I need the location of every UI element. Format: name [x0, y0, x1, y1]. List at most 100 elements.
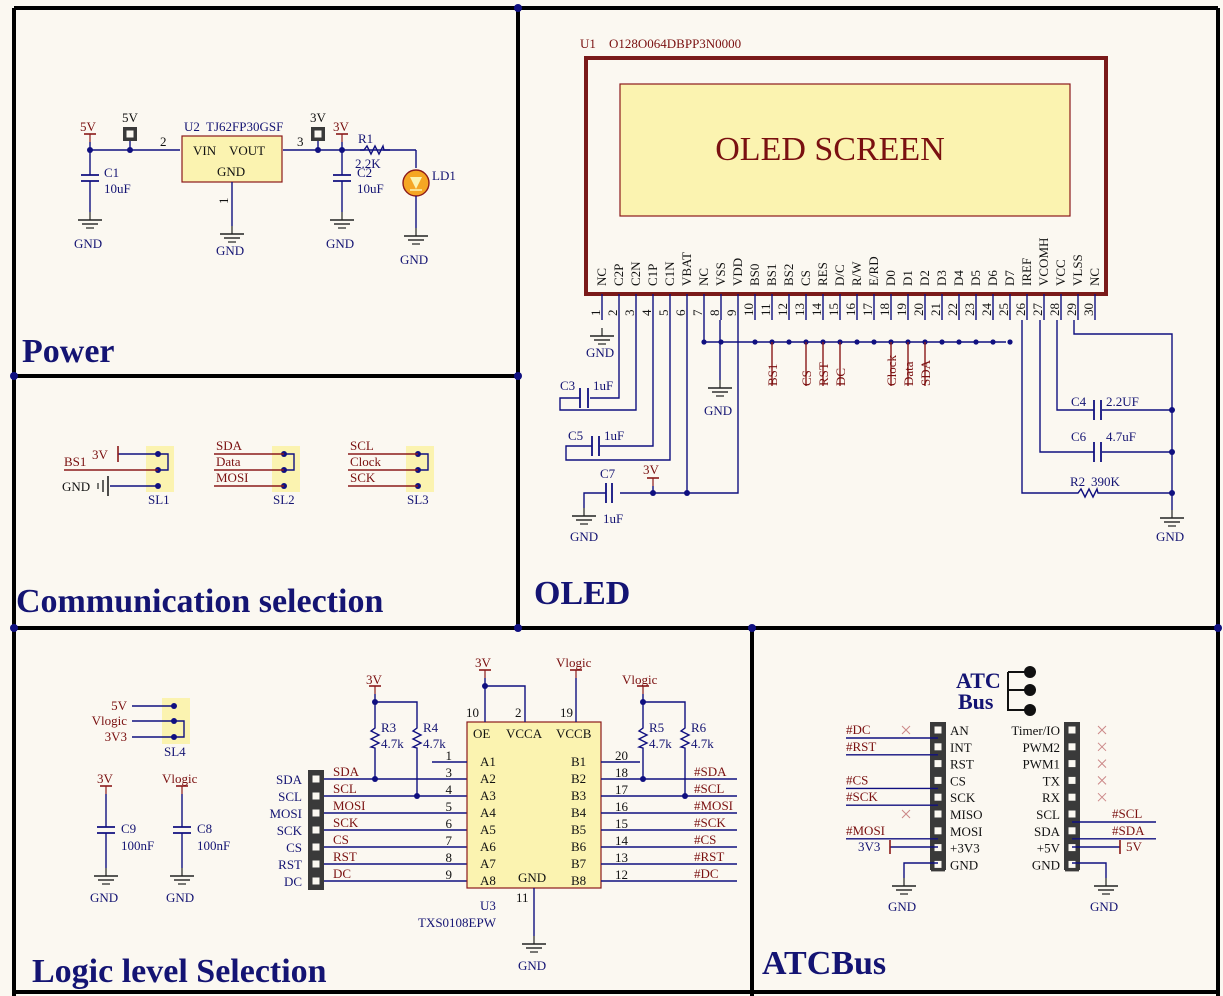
r1-value: 2.2K — [355, 156, 381, 171]
u2-part: TJ62FP30GSF — [206, 119, 283, 134]
r6-ref: R6 — [691, 720, 707, 735]
svg-text:ATC: ATC — [956, 668, 1001, 693]
logic-b-net: #RST — [694, 849, 724, 864]
net-3v-label: 3V — [643, 462, 660, 477]
ld1-ref: LD1 — [432, 168, 456, 183]
logic-a-net: MOSI — [333, 798, 366, 813]
oled-pin-name: C1N — [662, 261, 677, 286]
u2-pin1-number: 1 — [216, 198, 231, 205]
oled-pin-name: C2P — [611, 264, 626, 286]
atcbus-5v-net: 5V — [1126, 839, 1143, 854]
oled-pin-number: 2 — [605, 310, 620, 317]
oled-pin-name: IREF — [1019, 258, 1034, 286]
u3-pin-oe: OE — [473, 726, 490, 741]
u3-b-pin-number: 16 — [615, 799, 629, 814]
logic-header-label: SCK — [277, 823, 303, 838]
sl4-ref: SL4 — [164, 744, 186, 759]
oled-pin-name: BS0 — [747, 264, 762, 286]
c5-value: 1uF — [604, 428, 624, 443]
atcbus-left-net: #DC — [846, 722, 871, 737]
logic-a-net: CS — [333, 832, 349, 847]
oled-pin-name: VDD — [730, 258, 745, 286]
net-3v-label: 3V — [333, 119, 350, 134]
u3-a-pin: A7 — [480, 856, 496, 871]
oled-pin-name: C1P — [645, 264, 660, 286]
u3-b-pin-number: 15 — [615, 816, 628, 831]
section-title-communication: Communication selection — [16, 583, 383, 620]
oled-net-label: Clock — [884, 354, 899, 386]
c9-net-label: 3V — [97, 771, 114, 786]
atcbus-logo-icon: ATC Bus — [956, 666, 1036, 716]
oled-pin-number: 14 — [809, 303, 824, 317]
atcbus-3v3-net: 3V3 — [858, 839, 880, 854]
r3-value: 4.7k — [381, 736, 404, 751]
oled-pin-number: 8 — [707, 310, 722, 317]
atcbus-left-pin: GND — [950, 857, 978, 872]
sl1-gnd-label: GND — [62, 479, 90, 494]
oled-pin-name: NC — [696, 268, 711, 286]
oled-screen-area — [619, 83, 1071, 217]
oled-pin-name: NC — [594, 268, 609, 286]
oled-pin-number: 26 — [1013, 303, 1028, 317]
c6-ref: C6 — [1071, 429, 1087, 444]
u3-a-pin-number: 1 — [446, 748, 453, 763]
gnd-label: GND — [586, 345, 614, 360]
logic-b-net: #DC — [694, 866, 719, 881]
logic-section: 5V Vlogic 3V3 SL4 3V C9 100nF GND Vlogic… — [90, 655, 737, 973]
atcbus-right-pin: +5V — [1037, 841, 1061, 856]
c1-value: 10uF — [104, 181, 131, 196]
u3-b-pin: B2 — [571, 771, 586, 786]
u3-ref: U3 — [480, 898, 496, 913]
c8-ref: C8 — [197, 821, 212, 836]
oled-pin-name: VSS — [713, 262, 728, 286]
gnd-label: GND — [888, 899, 916, 914]
sl3-ref: SL3 — [407, 492, 429, 507]
oled-pin-name: BS1 — [764, 264, 779, 286]
u3-pin-vcca: VCCA — [506, 726, 543, 741]
sl2-ref: SL2 — [273, 492, 295, 507]
c8-net-label: Vlogic — [162, 771, 198, 786]
logic-header-label: SCL — [278, 789, 302, 804]
testpoint-5v-label: 5V — [122, 110, 139, 125]
r4-ref: R4 — [423, 720, 439, 735]
gnd-label: GND — [400, 252, 428, 267]
gnd-icon — [97, 476, 109, 496]
gnd-label: GND — [570, 529, 598, 544]
atcbus-left-pin: CS — [950, 773, 966, 788]
section-frames — [10, 4, 1222, 996]
sl1-3v-label: 3V — [92, 447, 109, 462]
sl4-5v-label: 5V — [111, 698, 128, 713]
oled-net-label: DC — [833, 368, 848, 386]
u3-a-pin: A2 — [480, 771, 496, 786]
oled-pin-number: 27 — [1030, 303, 1045, 317]
u1-ref: U1 — [580, 36, 596, 51]
gnd-label: GND — [1156, 529, 1184, 544]
oled-pin-number: 28 — [1047, 303, 1062, 316]
power-section: 5V C1 10uF GND 5V U2 TJ62FP30GSF VIN VOU… — [74, 110, 456, 267]
c1-ref: C1 — [104, 165, 119, 180]
u3-b-pin-number: 20 — [615, 748, 628, 763]
logic-a-net: SDA — [333, 764, 360, 779]
sl3-scl-net: SCL — [350, 438, 374, 453]
atcbus-left-pin: MOSI — [950, 824, 983, 839]
atcbus-left-net: #MOSI — [846, 823, 885, 838]
oled-pin-number: 15 — [826, 303, 841, 316]
u2-pin-vout: VOUT — [229, 143, 265, 158]
u3-a-pin-number: 8 — [446, 850, 453, 865]
oled-pin-number: 3 — [622, 310, 637, 317]
u2-ref: U2 — [184, 119, 200, 134]
c7-ref: C7 — [600, 466, 616, 481]
u3-a-pin-number: 6 — [446, 816, 453, 831]
oled-pin-name: E/RD — [866, 256, 881, 286]
oled-pin-name: D2 — [917, 270, 932, 286]
sl2-data-net: Data — [216, 454, 241, 469]
u3-level-shifter-body — [466, 721, 602, 889]
atcbus-left-pin: INT — [950, 740, 972, 755]
oled-pin-number: 7 — [690, 309, 705, 316]
r5-value: 4.7k — [649, 736, 672, 751]
atcbus-right-pin: Timer/IO — [1011, 723, 1060, 738]
u3-pin-vccb: VCCB — [556, 726, 592, 741]
atcbus-right-pin: TX — [1043, 773, 1061, 788]
